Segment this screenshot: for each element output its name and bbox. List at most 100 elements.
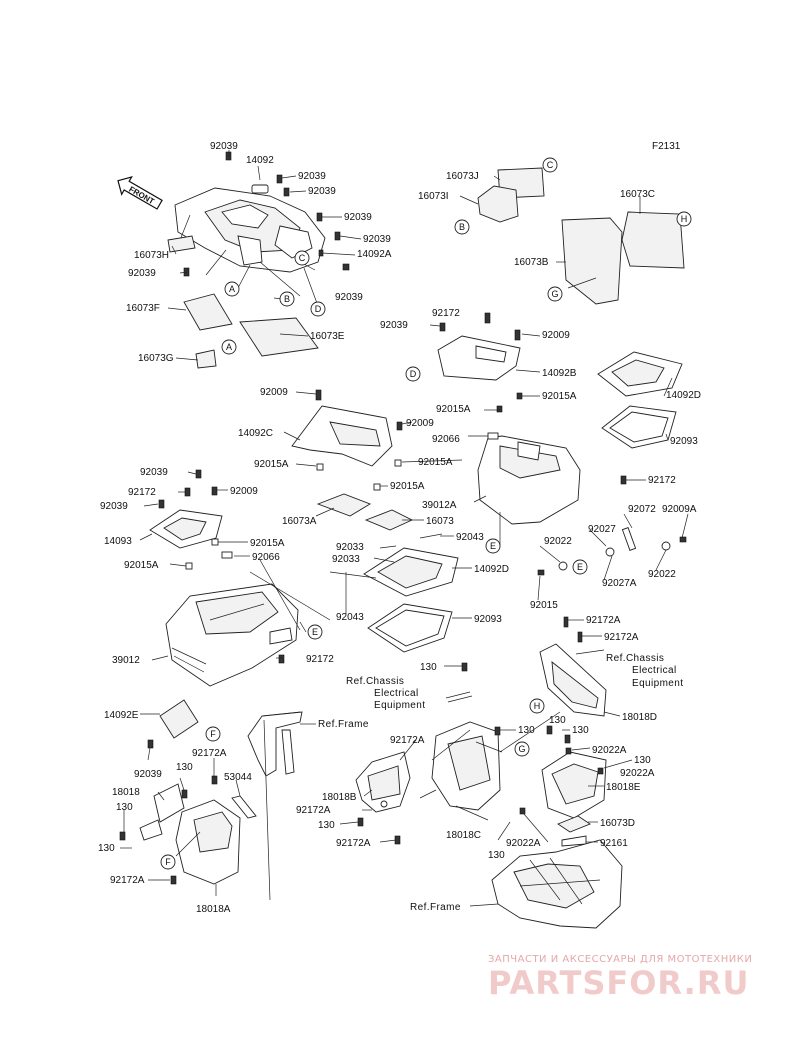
label-39012: 39012	[112, 655, 140, 666]
label-14092d: 14092D	[666, 390, 701, 401]
label-92022: 92022	[648, 569, 676, 580]
label-92039: 92039	[344, 212, 372, 223]
bracket-14092c	[291, 389, 403, 491]
svg-text:H: H	[534, 701, 541, 711]
callout-f-1: F	[205, 726, 221, 742]
label-92027: 92027	[588, 524, 616, 535]
ref-chassis-label: Ref.Chassis	[346, 676, 404, 687]
svg-text:E: E	[312, 627, 318, 637]
svg-text:E: E	[577, 562, 583, 572]
rod-92043	[329, 571, 377, 579]
label-16073j: 16073J	[446, 171, 479, 182]
label-18018b: 18018B	[322, 792, 357, 803]
bolt-icons-right	[439, 312, 627, 485]
label-14092a: 14092A	[357, 249, 392, 260]
svg-text:H: H	[681, 214, 688, 224]
callout-d-2: D	[405, 366, 421, 382]
label-92015a: 92015A	[250, 538, 285, 549]
svg-text:B: B	[284, 294, 290, 304]
cover-18018a	[119, 739, 241, 885]
cover-pad-16073e	[239, 317, 319, 357]
label-92039: 92039	[128, 268, 156, 279]
label-92009: 92009	[230, 486, 258, 497]
callout-c-2: C	[542, 157, 558, 173]
front-cover-assembly	[174, 184, 326, 273]
callout-a-2: A	[221, 339, 237, 355]
label-92093: 92093	[474, 614, 502, 625]
callout-h-2: H	[529, 698, 545, 714]
label-92172a: 92172A	[296, 805, 331, 816]
label-92033: 92033	[336, 542, 364, 553]
label-130: 130	[634, 755, 651, 766]
label-130: 130	[518, 725, 535, 736]
svg-text:B: B	[459, 222, 465, 232]
harness-piece	[445, 662, 473, 703]
label-92039: 92039	[298, 171, 326, 182]
ref-chassis-label: Ref.Chassis	[606, 653, 664, 664]
callout-a-1: A	[224, 281, 240, 297]
pad-16073d	[557, 815, 591, 833]
label-130: 130	[318, 820, 335, 831]
pad-16073b	[561, 217, 623, 305]
leader-lines	[120, 150, 689, 907]
ref-chassis-label: Equipment	[632, 678, 683, 689]
label-92172a: 92172A	[336, 838, 371, 849]
label-16073c: 16073C	[620, 189, 655, 200]
callout-e-3: E	[572, 559, 588, 575]
label-92015a: 92015A	[390, 481, 425, 492]
label-18018a: 18018A	[196, 904, 231, 915]
ref-chassis-label: Electrical	[632, 665, 677, 676]
label-92015a: 92015A	[254, 459, 289, 470]
label-130: 130	[116, 802, 133, 813]
label-130: 130	[420, 662, 437, 673]
label-130: 130	[98, 843, 115, 854]
label-92172a: 92172A	[604, 632, 639, 643]
bracket-14092b	[437, 335, 521, 381]
ref-frame-label: Ref.Frame	[318, 719, 369, 730]
label-92039: 92039	[210, 141, 238, 152]
label-130: 130	[572, 725, 589, 736]
label-14092b: 14092B	[542, 368, 577, 379]
svg-text:E: E	[490, 541, 496, 551]
label-92022a: 92022A	[620, 768, 655, 779]
label-92027a: 92027A	[602, 578, 637, 589]
svg-text:C: C	[547, 160, 554, 170]
pad-16073c	[621, 211, 685, 269]
label-92043: 92043	[336, 612, 364, 623]
label-92172a: 92172A	[192, 748, 227, 759]
ref-frame-label: Ref.Frame	[410, 902, 461, 913]
seal-92093-lower	[367, 603, 453, 653]
label-92093: 92093	[670, 436, 698, 447]
storage-box-39012a	[477, 435, 581, 525]
label-92172a: 92172A	[390, 735, 425, 746]
label-92072: 92072	[628, 504, 656, 515]
label-92172a: 92172A	[110, 875, 145, 886]
pad-16073i	[477, 185, 519, 223]
label-92066: 92066	[252, 552, 280, 563]
part-labels: 92039 14092 92039 92039 92039 92039 1409…	[98, 141, 701, 915]
label-92172: 92172	[648, 475, 676, 486]
watermark: ЗАПЧАСТИ И АКСЕССУАРЫ ДЛЯ МОТОТЕХНИКИ PA…	[488, 954, 752, 1002]
svg-text:A: A	[229, 284, 235, 294]
cover-pad-16073g	[195, 349, 217, 369]
label-92172a: 92172A	[586, 615, 621, 626]
label-92009: 92009	[260, 387, 288, 398]
label-16073: 16073	[426, 516, 454, 527]
frame-section	[491, 839, 623, 929]
label-92039: 92039	[140, 467, 168, 478]
pad-14092e	[159, 699, 199, 739]
label-92015: 92015	[530, 600, 558, 611]
storage-box-39012	[165, 583, 299, 687]
label-92039: 92039	[380, 320, 408, 331]
callout-f-2: F	[160, 854, 176, 870]
label-16073f: 16073F	[126, 303, 160, 314]
label-92022a: 92022A	[592, 745, 627, 756]
label-92039: 92039	[100, 501, 128, 512]
label-130: 130	[176, 762, 193, 773]
callout-e-2: E	[485, 538, 501, 554]
label-18018e: 18018E	[606, 782, 641, 793]
label-130: 130	[488, 850, 505, 861]
label-92066: 92066	[432, 434, 460, 445]
label-130: 130	[549, 715, 566, 726]
